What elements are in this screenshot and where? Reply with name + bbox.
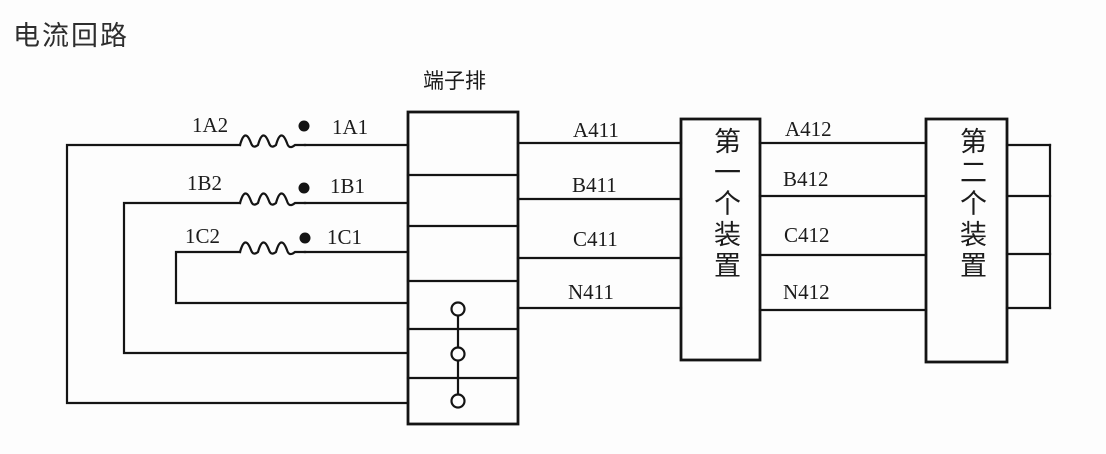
test-terminal-circle-1 — [450, 301, 466, 317]
ct-winding-b — [238, 192, 307, 207]
wire-phase-a-loop — [65, 143, 410, 405]
polarity-dot-b — [298, 182, 310, 194]
ct-winding-c — [238, 241, 307, 256]
wire-label-n411: N411 — [568, 280, 614, 304]
wire-label-c411: C411 — [573, 227, 618, 251]
ct-label-1b2: 1B2 — [187, 171, 223, 195]
wire-phase-c-loop — [174, 250, 410, 305]
device-1-label: 第一个装置 — [710, 127, 740, 282]
wire-label-a411: A411 — [573, 118, 619, 142]
ct-winding-a — [238, 134, 307, 149]
terminal-block-label: 端子排 — [423, 69, 486, 93]
polarity-dot-a — [298, 120, 310, 132]
page-title: 电流回路 — [13, 21, 129, 51]
wire-label-b412: B412 — [783, 167, 829, 191]
wire-phase-b-loop — [122, 201, 410, 355]
wire-label-c412: C412 — [784, 223, 830, 247]
wire-label-n412: N412 — [783, 280, 830, 304]
ct-label-1c1: 1C1 — [327, 225, 363, 249]
device-1-box — [679, 117, 762, 362]
wire-label-a412: A412 — [785, 117, 832, 141]
ct-label-1b1: 1B1 — [330, 174, 366, 198]
device-2-label: 第二个装置 — [956, 127, 986, 282]
test-terminal-circle-2 — [450, 346, 466, 362]
ct-label-1c2: 1C2 — [185, 224, 221, 248]
test-terminal-circle-3 — [450, 393, 466, 409]
ct-label-1a1: 1A1 — [332, 115, 369, 139]
wire-label-b411: B411 — [572, 173, 617, 197]
device-2-box — [924, 117, 1009, 364]
ct-label-1a2: 1A2 — [192, 113, 229, 137]
terminal-block-outline — [406, 110, 520, 426]
polarity-dot-c — [299, 232, 311, 244]
